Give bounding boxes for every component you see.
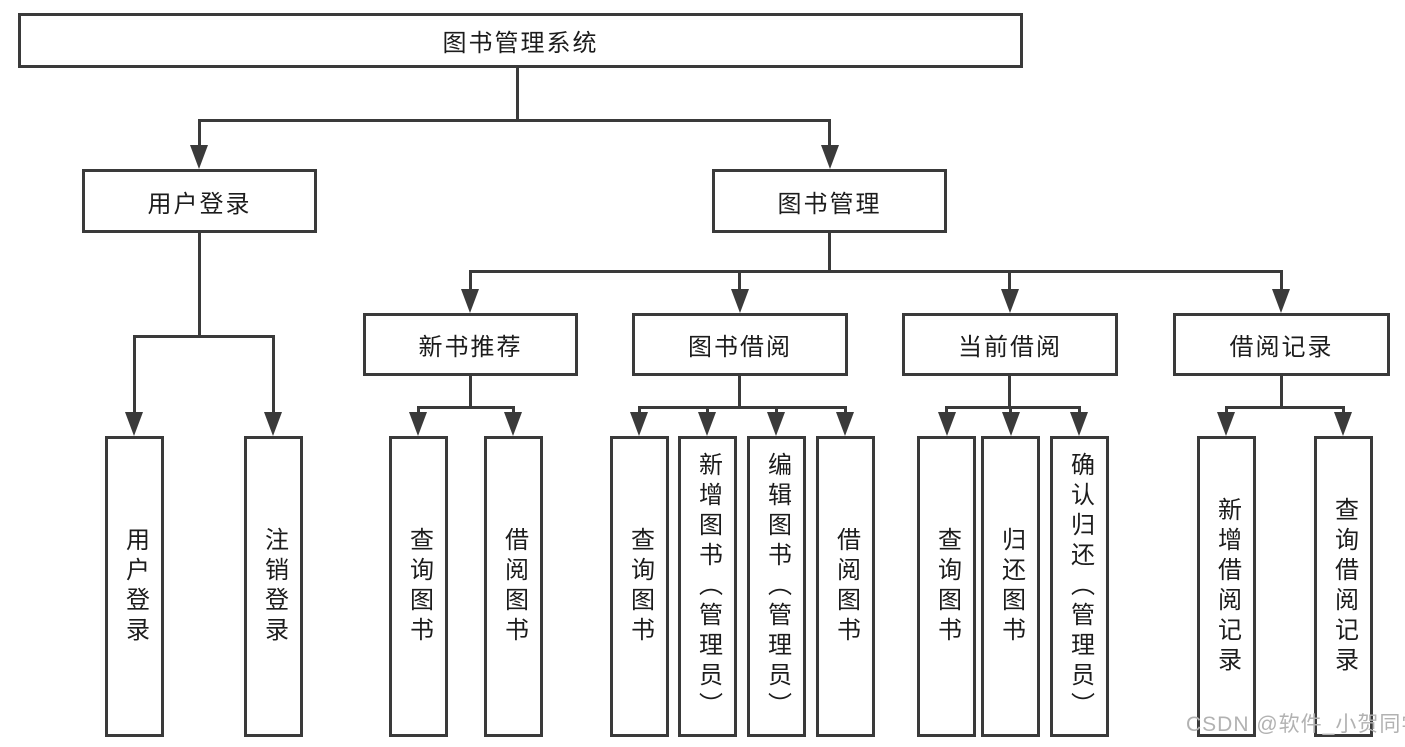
arrow-down-icon xyxy=(264,412,282,436)
node-edit-book-admin: 编辑图书（管理员） xyxy=(747,436,806,737)
connector-line xyxy=(512,406,515,415)
connector-line xyxy=(738,373,741,409)
arrow-down-icon xyxy=(504,412,522,436)
node-user-login-leaf: 用户登录 xyxy=(105,436,164,737)
node-confirm-return-admin: 确认归还（管理员） xyxy=(1050,436,1109,737)
arrow-down-icon xyxy=(1002,412,1020,436)
connector-line xyxy=(1225,406,1228,415)
arrow-down-icon xyxy=(1070,412,1088,436)
node-label: 图书借阅 xyxy=(688,334,792,361)
node-borrow-books-recommend: 借阅图书 xyxy=(484,436,543,737)
arrow-down-icon xyxy=(767,412,785,436)
arrow-down-icon xyxy=(731,289,749,313)
connector-line xyxy=(516,66,519,120)
node-label: 借阅图书 xyxy=(832,526,860,647)
connector-line xyxy=(844,406,847,415)
node-book-borrow: 图书借阅 xyxy=(632,313,848,376)
node-label: 确认归还（管理员） xyxy=(1066,451,1094,722)
connector-line xyxy=(469,270,472,292)
arrow-down-icon xyxy=(836,412,854,436)
connector-line xyxy=(417,406,515,409)
connector-line xyxy=(638,406,847,409)
node-borrow-books-leaf: 借阅图书 xyxy=(816,436,875,737)
connector-line xyxy=(1225,406,1345,409)
connector-line xyxy=(1342,406,1345,415)
arrow-down-icon xyxy=(461,289,479,313)
node-label: 注销登录 xyxy=(260,526,288,647)
node-new-book-recommend: 新书推荐 xyxy=(363,313,578,376)
arrow-down-icon xyxy=(1001,289,1019,313)
node-query-books-current: 查询图书 xyxy=(917,436,976,737)
connector-line xyxy=(469,270,1283,273)
node-query-books-recommend: 查询图书 xyxy=(389,436,448,737)
connector-line xyxy=(417,406,420,415)
arrow-down-icon xyxy=(698,412,716,436)
connector-line xyxy=(133,335,275,338)
connector-line xyxy=(1078,406,1081,415)
node-label: 查询图书 xyxy=(933,526,961,647)
csdn-watermark: CSDN @软件_小贺同学 xyxy=(1186,713,1405,736)
node-return-books: 归还图书 xyxy=(981,436,1040,737)
connector-line xyxy=(469,373,472,409)
node-label: 图书管理系统 xyxy=(442,30,599,57)
connector-line xyxy=(1280,373,1283,409)
connector-line xyxy=(133,335,136,415)
node-logout-leaf: 注销登录 xyxy=(244,436,303,737)
connector-line xyxy=(198,119,201,148)
arrow-down-icon xyxy=(1272,289,1290,313)
node-label: 编辑图书（管理员） xyxy=(763,451,791,722)
connector-line xyxy=(638,406,641,415)
node-label: 新增借阅记录 xyxy=(1213,496,1241,677)
node-borrow-records: 借阅记录 xyxy=(1173,313,1390,376)
node-add-book-admin: 新增图书（管理员） xyxy=(678,436,737,737)
node-label: 用户登录 xyxy=(147,190,252,218)
arrow-down-icon xyxy=(938,412,956,436)
connector-line xyxy=(706,406,709,415)
node-label: 查询图书 xyxy=(626,526,654,647)
arrow-down-icon xyxy=(190,145,208,169)
connector-line xyxy=(1008,270,1011,292)
node-query-borrow-record: 查询借阅记录 xyxy=(1314,436,1373,737)
connector-line xyxy=(828,230,831,273)
arrow-down-icon xyxy=(125,412,143,436)
node-add-borrow-record: 新增借阅记录 xyxy=(1197,436,1256,737)
connector-line xyxy=(1009,406,1012,415)
node-label: 查询图书 xyxy=(405,526,433,647)
connector-line xyxy=(198,230,201,337)
node-system-root: 图书管理系统 xyxy=(18,13,1023,68)
node-label: 图书管理 xyxy=(777,190,882,218)
arrow-down-icon xyxy=(1217,412,1235,436)
connector-line xyxy=(828,119,831,148)
connector-line xyxy=(945,406,1081,409)
connector-line xyxy=(198,119,831,122)
connector-line xyxy=(945,406,948,415)
arrow-down-icon xyxy=(821,145,839,169)
connector-line xyxy=(738,270,741,292)
node-label: 新增图书（管理员） xyxy=(694,451,722,722)
connector-line xyxy=(272,335,275,415)
connector-line xyxy=(775,406,778,415)
node-label: 查询借阅记录 xyxy=(1330,496,1358,677)
node-label: 用户登录 xyxy=(121,526,149,647)
node-user-login: 用户登录 xyxy=(82,169,317,233)
arrow-down-icon xyxy=(1334,412,1352,436)
node-label: 归还图书 xyxy=(997,526,1025,647)
arrow-down-icon xyxy=(409,412,427,436)
node-label: 新书推荐 xyxy=(418,334,523,361)
node-label: 借阅图书 xyxy=(500,526,528,647)
node-label: 当前借阅 xyxy=(958,334,1062,361)
node-label: 借阅记录 xyxy=(1229,334,1334,361)
arrow-down-icon xyxy=(630,412,648,436)
node-query-books-borrow: 查询图书 xyxy=(610,436,669,737)
connector-line xyxy=(1280,270,1283,292)
connector-line xyxy=(1008,373,1011,409)
node-book-management: 图书管理 xyxy=(712,169,947,233)
node-current-borrow: 当前借阅 xyxy=(902,313,1118,376)
